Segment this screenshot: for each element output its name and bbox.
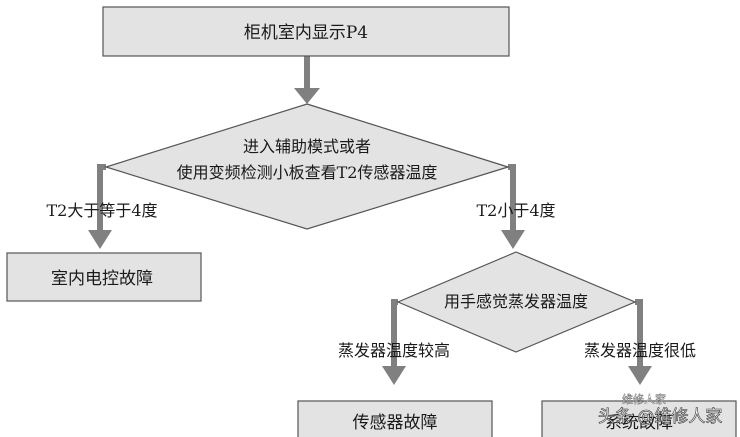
decision2-diamond [396, 251, 637, 353]
edge-label-evap-low: 蒸发器温度很低 [584, 341, 696, 360]
decision2-label: 用手感觉蒸发器温度 [444, 292, 588, 311]
edge-label-t2-low: T2小于4度 [476, 201, 555, 220]
start-box [102, 6, 510, 57]
arrow-decision2-to-sensor-fault [391, 299, 398, 372]
arrowhead-4 [382, 366, 406, 385]
edge-label-t2-high: T2大于等于4度 [46, 201, 157, 220]
arrowhead-5 [628, 366, 652, 385]
arrowhead-1 [294, 88, 320, 104]
start-label: 柜机室内显示P4 [244, 23, 368, 43]
decision1-label-line2: 使用变频检测小板查看T2传感器温度 [177, 163, 438, 182]
arrowhead-2 [88, 230, 112, 249]
decision1-diamond [103, 103, 511, 230]
arrow-decision2-to-system-fault [635, 299, 643, 372]
system-fault-label: 系统故障 [605, 413, 673, 433]
decision1-label-line1: 进入辅助模式或者 [243, 137, 371, 156]
sensor-fault-label: 传感器故障 [353, 413, 438, 433]
watermark-main-text: 头条 @维修人家 [598, 407, 723, 428]
electric-fault-box [6, 252, 202, 302]
arrowheads [88, 88, 652, 385]
arrowhead-3 [501, 230, 525, 249]
watermark: 维修人家 头条 @维修人家 [588, 393, 734, 434]
sensor-fault-box [297, 400, 493, 437]
watermark-small-text: 维修人家 [622, 393, 666, 406]
electric-fault-label: 室内电控故障 [51, 269, 153, 289]
system-fault-box [541, 400, 737, 437]
edge-label-evap-high: 蒸发器温度较高 [338, 341, 450, 360]
